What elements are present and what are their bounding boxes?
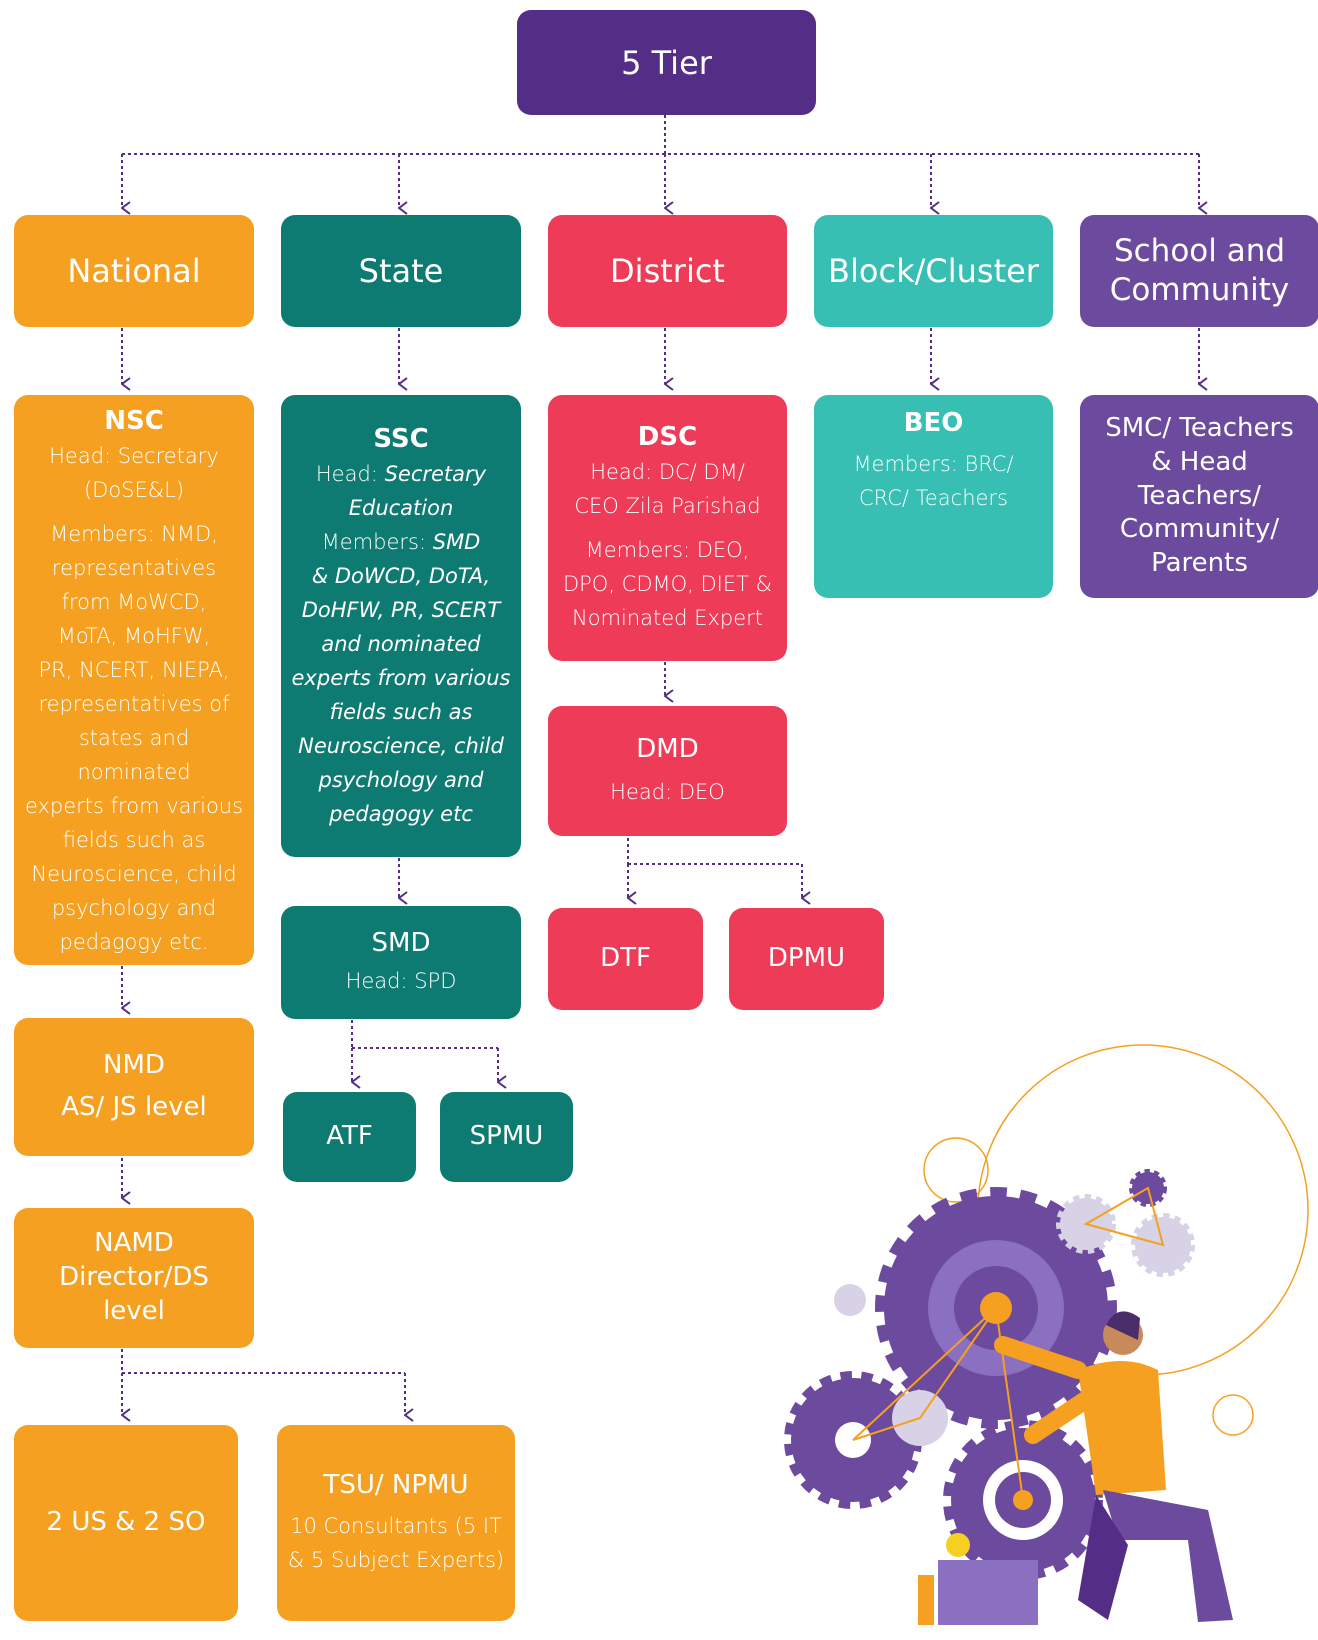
smc-title-3: Teachers/ (1137, 480, 1262, 511)
nsc-member-6: representatives of (38, 691, 230, 716)
dsc-head-1: Head: DC/ DM/ (590, 459, 745, 484)
nsc-title: NSC (104, 405, 164, 436)
nsc-head-2: (DoSE&L) (83, 477, 185, 502)
ssc-head-value: Secretary (384, 461, 487, 486)
dsc-box: DSC Head: DC/ DM/ CEO Zila Parishad Memb… (548, 395, 787, 661)
nsc-member-2: representatives (51, 555, 217, 580)
ssc-member-2: DoHFW, PR, SCERT (301, 597, 501, 622)
nsc-member-11: psychology and (51, 895, 217, 920)
nmd-box: NMD AS/ JS level (14, 1018, 254, 1156)
nsc-member-3: from MoWCD, (61, 589, 207, 614)
tsu-title: TSU/ NPMU (323, 1470, 469, 1501)
nsc-member-9: fields such as (62, 827, 206, 852)
ssc-member-5: fields such as (329, 699, 473, 724)
tier-national-label: National (67, 252, 201, 290)
dmd-title: DMD (636, 734, 699, 765)
root-box: 5 Tier (517, 10, 816, 115)
tier-school: School and Community (1080, 215, 1318, 327)
smc-title-4: Community/ (1119, 514, 1280, 545)
smc-box: SMC/ Teachers & Head Teachers/ Community… (1080, 395, 1318, 598)
dtf-label: DTF (600, 943, 651, 974)
nsc-box: NSC Head: Secretary (DoSE&L) Members: NM… (14, 395, 254, 965)
ssc-title: SSC (373, 424, 429, 455)
tier-district: District (548, 215, 787, 327)
smd-title: SMD (371, 927, 431, 958)
ssc-member-4: experts from various (291, 665, 511, 690)
dpmu-label: DPMU (767, 943, 846, 974)
spmu-label: SPMU (469, 1121, 544, 1152)
beo-title: BEO (903, 408, 964, 438)
namd-title-1: NAMD (94, 1228, 174, 1259)
tier-national: National (14, 215, 254, 327)
ssc-members-value: SMD (432, 529, 481, 554)
nsc-head-1: Head: Secretary (49, 443, 219, 468)
smd-head: Head: SPD (345, 969, 457, 994)
tsu-text-1: 10 Consultants (5 IT (290, 1513, 502, 1538)
ssc-head-label: Head: (315, 461, 378, 486)
tier-state: State (281, 215, 521, 327)
namd-title-2: Director/DS (59, 1262, 209, 1293)
namd-title-3: level (103, 1295, 165, 1326)
tsu-text-2: & 5 Subject Experts) (287, 1547, 505, 1572)
ssc-member-6: Neuroscience, child (298, 733, 504, 758)
tier-block: Block/Cluster (814, 215, 1053, 327)
root-label: 5 Tier (621, 43, 712, 82)
us-so-box: 2 US & 2 SO (14, 1425, 238, 1621)
ssc-members: Members: SMD (322, 525, 481, 559)
tier-district-label: District (610, 252, 725, 290)
tier-school-label: School and Community (1109, 233, 1290, 308)
dpmu-box: DPMU (729, 908, 884, 1010)
atf-box: ATF (283, 1092, 416, 1182)
smc-title-5: Parents (1151, 548, 1248, 579)
ssc-box: SSC Head: Secretary Education Members: S… (281, 395, 521, 857)
smc-title-2: & Head (1151, 446, 1248, 477)
tsu-box: TSU/ NPMU 10 Consultants (5 IT & 5 Subje… (277, 1425, 515, 1621)
ssc-member-3: and nominated (321, 631, 481, 656)
beo-member-2: CRC/ Teachers (858, 485, 1009, 510)
ssc-head: Head: Secretary (316, 457, 486, 491)
nsc-member-1: Members: NMD, (50, 521, 218, 546)
spmu-box: SPMU (440, 1092, 573, 1182)
smc-title-1: SMC/ Teachers (1105, 413, 1294, 443)
nsc-member-8: experts from various (24, 793, 244, 818)
dsc-member-3: Nominated Expert (572, 605, 763, 630)
tier-block-label: Block/Cluster (828, 252, 1039, 290)
beo-box: BEO Members: BRC/ CRC/ Teachers (814, 395, 1053, 598)
nmd-subtitle: AS/ JS level (61, 1092, 207, 1122)
nmd-title: NMD (103, 1050, 165, 1081)
ssc-member-8: pedagogy etc (329, 801, 473, 826)
ssc-line-2: Education (348, 495, 454, 520)
dsc-head-2: CEO Zila Parishad (574, 493, 761, 518)
atf-label: ATF (326, 1121, 373, 1152)
dsc-member-2: DPO, CDMO, DIET & (562, 571, 773, 596)
nsc-member-12: pedagogy etc. (59, 930, 209, 954)
gears-illustration (784, 1044, 1309, 1625)
smd-box: SMD Head: SPD (281, 906, 521, 1019)
tier-state-label: State (358, 252, 444, 290)
dtf-box: DTF (548, 908, 703, 1010)
beo-member-1: Members: BRC/ (853, 451, 1014, 476)
nsc-member-7: states and nominated (77, 725, 191, 784)
ssc-member-1: & DoWCD, DoTA, (311, 563, 491, 588)
dsc-member-1: Members: DEO, (585, 537, 750, 562)
dmd-head: Head: DEO (610, 779, 725, 804)
ssc-member-7: psychology and (318, 767, 484, 792)
nsc-member-5: PR, NCERT, NIEPA, (38, 657, 230, 682)
namd-box: NAMD Director/DS level (14, 1208, 254, 1348)
lightbulb-icon (946, 1533, 970, 1557)
ssc-members-label: Members: (321, 529, 427, 554)
us-so-label: 2 US & 2 SO (46, 1507, 206, 1538)
worker-figure (994, 1311, 1233, 1622)
dsc-title: DSC (637, 422, 698, 453)
dmd-box: DMD Head: DEO (548, 706, 787, 836)
nsc-member-10: Neuroscience, child (31, 861, 237, 886)
nsc-member-4: MoTA, MoHFW, (57, 623, 211, 648)
